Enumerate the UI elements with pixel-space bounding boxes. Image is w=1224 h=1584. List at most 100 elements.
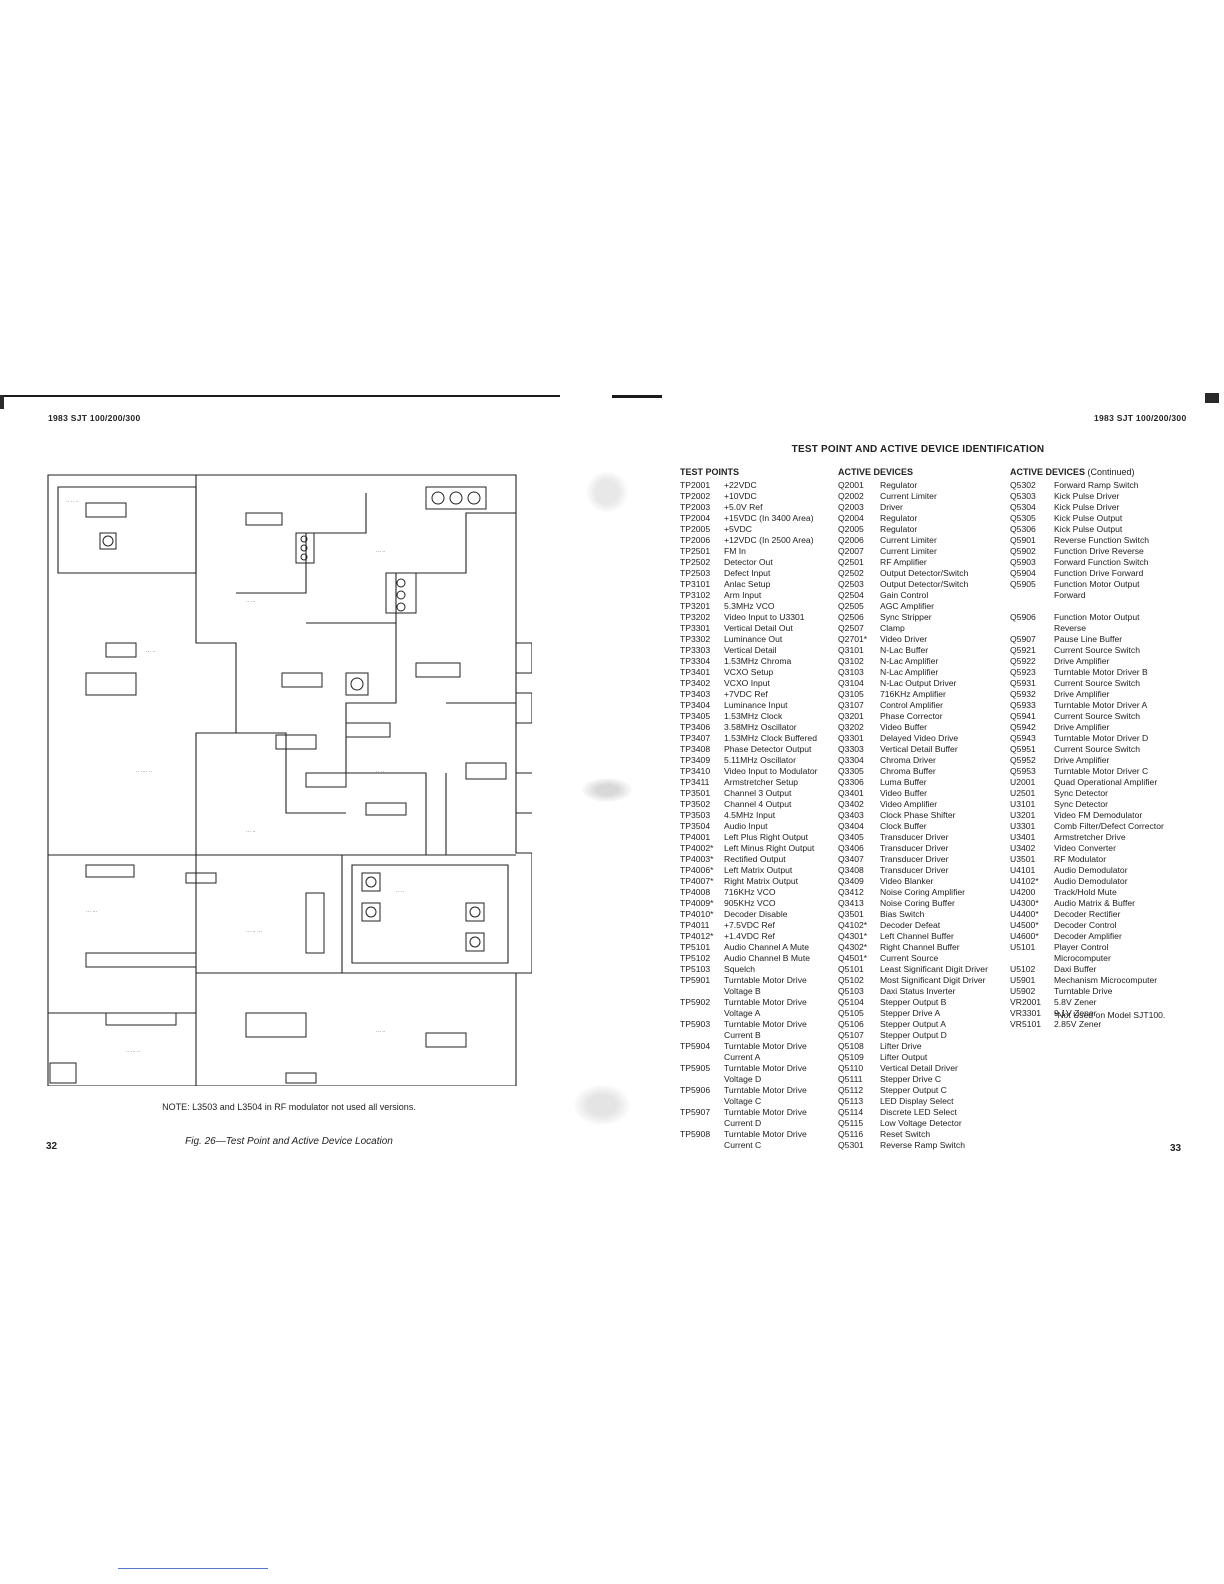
item-code: Q3413 [838,898,864,908]
item-description: Function Motor Output [1054,579,1140,589]
item-code: Q4302* [838,942,868,952]
item-description: Drive Amplifier [1054,689,1110,699]
list-item: U5901 Mechanism Microcomputer [1010,975,1185,986]
item-code: U5901 [1010,975,1036,985]
item-description: Video FM Demodulator [1054,810,1143,820]
item-code: Q3405 [838,832,864,842]
item-description: Armstretcher Setup [724,777,799,787]
item-code: VR5101 [1010,1019,1042,1029]
item-code [680,1118,724,1129]
item-description: Anlac Setup [724,579,771,589]
item-code: Q5107 [838,1030,864,1040]
list-item: TP2002+10VDC [680,491,840,502]
item-code: TP2006 [680,535,711,545]
item-description: Arm Input [724,590,762,600]
item-description: Transducer Driver [880,865,949,875]
right-page-number: 33 [1170,1143,1182,1154]
item-description: Luma Buffer [880,777,927,787]
item-code: TP5904 [680,1041,711,1051]
item-description: Current C [724,1140,762,1150]
item-description: Current Source [880,953,939,963]
item-description: 1.53MHz Clock Buffered [724,733,817,743]
item-description: Video Driver [880,634,928,644]
item-code: TP3405 [680,711,711,721]
binder-hole-mark [582,778,632,802]
item-description: Chroma Driver [880,755,936,765]
svg-text:·· ···: ·· ··· [246,599,256,605]
svg-text:·· ·· ··: ·· ·· ·· [66,499,79,505]
svg-text:·· ··: ·· ·· [376,769,384,775]
item-description: Left Minus Right Output [724,843,815,853]
binder-hole-mark [574,1085,630,1125]
item-description: N-Lac Amplifier [880,656,939,666]
item-code: Q2001 [838,480,864,490]
item-code: VR3301 [1010,1008,1042,1018]
item-description: 5.8V Zener [1054,997,1097,1007]
item-code: TP5903 [680,1019,711,1029]
item-code: U4101 [1010,865,1036,875]
item-description: Video Amplifier [880,799,938,809]
item-code: Q5109 [838,1052,864,1062]
item-description: Lifter Output [880,1052,928,1062]
item-code: Q3103 [838,667,864,677]
item-code: U4300* [1010,898,1039,908]
item-description: 716KHz VCO [724,887,776,897]
item-code: Q5941 [1010,711,1036,721]
item-code: Q5906 [1010,612,1036,622]
item-code: Q5942 [1010,722,1036,732]
item-description: Quad Operational Amplifier [1054,777,1158,787]
item-description: Stepper Output D [880,1030,947,1040]
item-description: +5.0V Ref [724,502,763,512]
item-code: U4200 [1010,887,1036,897]
item-code: Q5106 [838,1019,864,1029]
item-description: Turntable Motor Driver C [1054,766,1149,776]
item-code: TP3302 [680,634,711,644]
item-code: Q3201 [838,711,864,721]
item-description: 9.1V Zener [1054,1008,1097,1018]
item-description: Stepper Output B [880,997,947,1007]
item-description: Mechanism Microcomputer [1054,975,1158,985]
item-description: Turntable Motor Drive [724,1107,807,1117]
item-description: Forward Function Switch [1054,557,1149,567]
item-description: Vertical Detail [724,645,777,655]
item-code: Q2505 [838,601,864,611]
item-code: Q5103 [838,986,864,996]
item-code: U5102 [1010,964,1036,974]
item-description: Current B [724,1030,761,1040]
item-description: Kick Pulse Driver [1054,491,1120,501]
item-description: Function Drive Reverse [1054,546,1144,556]
circuit-board-diagram: ·· ·· ····· ·· ·· ······ ·· ·· ···· ····… [47,474,532,1086]
item-description: Audio Demodulator [1054,865,1128,875]
list-item: U4102*Audio Demodulator [1010,876,1185,887]
item-description: Vertical Detail Buffer [880,744,958,754]
item-description: Turntable Motor Drive [724,1063,807,1073]
item-code: Q3501 [838,909,864,919]
item-code: TP3201 [680,601,711,611]
item-description: Turntable Motor Drive [724,997,807,1007]
item-code [680,1096,724,1107]
